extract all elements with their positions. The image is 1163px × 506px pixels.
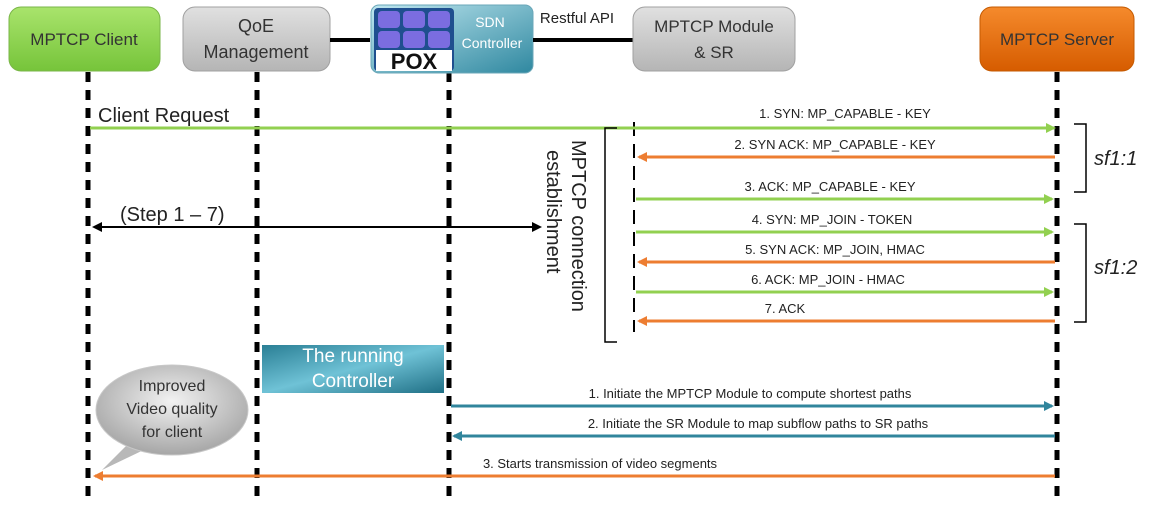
pox-logo: POX (374, 8, 454, 74)
controller-msg-label-2: 2. Initiate the SR Module to map subflow… (588, 416, 929, 431)
qoe-label-line2: Management (203, 42, 308, 62)
sf2-label: sf1:2 (1094, 257, 1137, 279)
bubble-line1: Improved (139, 378, 206, 395)
establishment-label: MPTCP connection establishment (542, 140, 589, 312)
client-label: MPTCP Client (30, 30, 138, 49)
pox-logo-text: POX (391, 49, 438, 74)
participant-qoe: QoE Management (182, 6, 331, 72)
handshake-label-5: 5. SYN ACK: MP_JOIN, HMAC (745, 242, 925, 257)
improved-quality-bubble: Improved Video quality for client (95, 364, 249, 470)
client-request-label: Client Request (98, 105, 230, 127)
participant-module: MPTCP Module & SR (632, 6, 796, 72)
module-label-line1: MPTCP Module (654, 17, 774, 36)
controller-msg-label-1: 1. Initiate the MPTCP Module to compute … (589, 386, 912, 401)
sf1-bracket (1074, 123, 1087, 193)
handshake-label-3: 3. ACK: MP_CAPABLE - KEY (745, 179, 916, 194)
participant-client: MPTCP Client (8, 6, 161, 72)
establishment-bracket (604, 127, 617, 343)
handshake-label-4: 4. SYN: MP_JOIN - TOKEN (752, 212, 913, 227)
running-label-line2: Controller (312, 371, 395, 392)
restful-api-label: Restful API (540, 10, 614, 27)
participant-server: MPTCP Server (979, 6, 1135, 72)
running-controller-box: The running Controller (262, 345, 444, 393)
server-label: MPTCP Server (1000, 30, 1114, 49)
module-label-line2: & SR (694, 43, 734, 62)
bubble-line3: for client (142, 424, 203, 441)
handshake-messages: 1. SYN: MP_CAPABLE - KEY 2. SYN ACK: MP_C… (636, 106, 1055, 326)
sdn-label-line1: SDN (475, 14, 505, 30)
controller-messages: 1. Initiate the MPTCP Module to compute … (93, 386, 1055, 481)
sdn-label-line2: Controller (462, 35, 523, 51)
sf1-label: sf1:1 (1094, 148, 1137, 170)
handshake-label-6: 6. ACK: MP_JOIN - HMAC (751, 272, 905, 287)
handshake-label-1: 1. SYN: MP_CAPABLE - KEY (759, 106, 931, 121)
bubble-line2: Video quality (126, 401, 217, 418)
qoe-label-line1: QoE (238, 16, 274, 36)
participant-sdn-controller: POX SDN Controller (370, 4, 534, 74)
sf2-bracket (1074, 223, 1087, 323)
establishment-label-line1: MPTCP connection (567, 140, 589, 312)
running-label-line1: The running (302, 346, 403, 367)
establishment-label-line2: establishment (542, 150, 564, 274)
steps-label: (Step 1 – 7) (120, 204, 225, 226)
handshake-label-2: 2. SYN ACK: MP_CAPABLE - KEY (734, 137, 936, 152)
controller-msg-label-3: 3. Starts transmission of video segments (483, 456, 718, 471)
handshake-label-7: 7. ACK (765, 301, 806, 316)
